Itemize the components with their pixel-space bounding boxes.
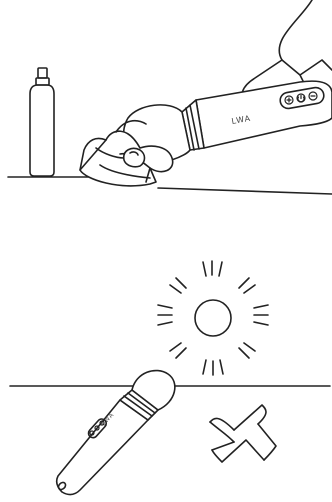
massager-device-icon: LWA: [57, 371, 175, 495]
sun-icon: [158, 261, 268, 375]
bottle-icon: [30, 68, 54, 176]
cross-icon: [210, 405, 276, 462]
table-surface: [8, 177, 332, 194]
drying-panel: LWA: [10, 371, 330, 495]
cleaning-panel: LWA: [8, 0, 332, 194]
thumb-icon: [124, 148, 145, 166]
